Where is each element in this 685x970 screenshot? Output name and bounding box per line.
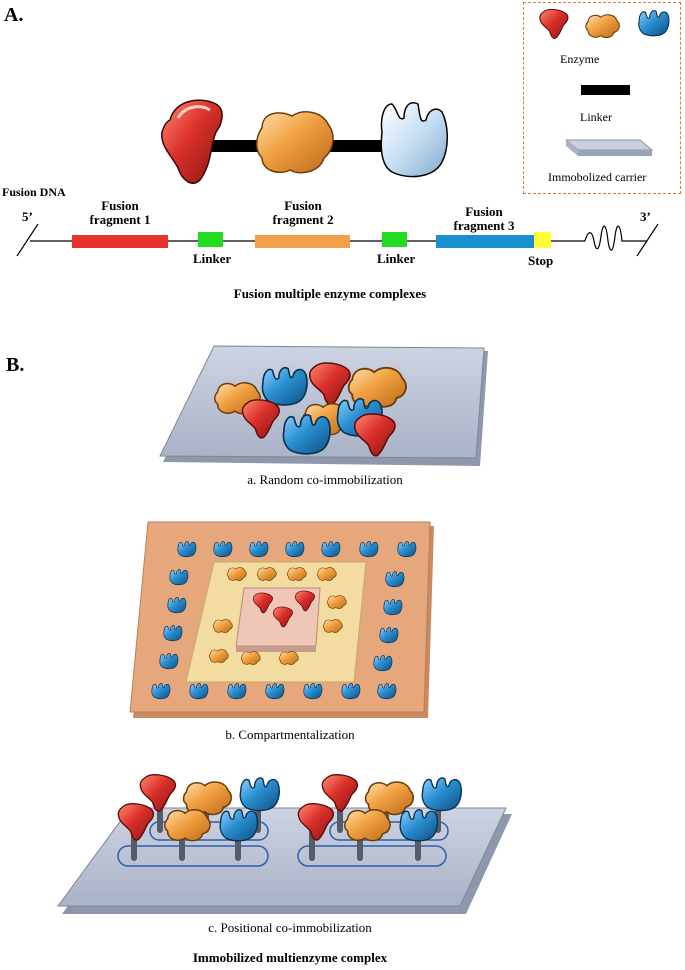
positional-coimmobilization-caption: c. Positional co-immobilization (208, 920, 372, 935)
fragment-3-label-line1: Fusion (465, 204, 503, 219)
panel-b-letter: B. (6, 354, 25, 376)
five-prime-label: 5’ (22, 209, 33, 224)
positional-coimmobilization-illustration (57, 774, 512, 914)
fragment-1-label-line1: Fusion (101, 198, 139, 213)
fusion-dna-construct (16, 223, 659, 257)
panel-a-letter: A. (4, 4, 24, 26)
fragment-2-label-line2: fragment 2 (272, 212, 334, 227)
linker-1-label: Linker (193, 251, 232, 266)
fusion-fragment-1-bar (72, 235, 168, 248)
legend-linker-label: Linker (580, 110, 612, 124)
legend-glyphs (539, 8, 670, 156)
legend-enzyme-label: Enzyme (560, 52, 600, 66)
legend-box (523, 2, 681, 194)
three-prime-label: 3’ (640, 209, 651, 224)
compartmentalization-caption: b. Compartmentalization (225, 727, 355, 742)
dna-break-left (16, 223, 39, 257)
fragment-3-label: Fusion fragment 3 (434, 205, 534, 233)
random-coimmobilization-illustration (159, 345, 488, 466)
random-coimmobilization-caption: a. Random co-immobilization (247, 472, 403, 487)
dna-break-right (636, 223, 659, 257)
complex-enzyme-blue (380, 102, 448, 178)
compartmentalization-illustration (129, 521, 434, 718)
fragment-2-label: Fusion fragment 2 (253, 199, 353, 227)
fragment-3-label-line2: fragment 3 (453, 218, 515, 233)
linker-1-bar (198, 232, 223, 247)
fusion-complex-illustration (161, 99, 448, 184)
fragment-1-label-line2: fragment 1 (89, 212, 151, 227)
legend-linker-icon (581, 85, 630, 95)
fusion-dna-label: Fusion DNA (2, 185, 66, 199)
complex-enzyme-red (161, 99, 223, 184)
fragment-2-label-line1: Fusion (284, 198, 322, 213)
complex-linker-2 (326, 140, 386, 152)
linker-2-label: Linker (377, 251, 416, 266)
panel-a-caption: Fusion multiple enzyme complexes (233, 286, 427, 301)
linker-2-bar (382, 232, 407, 247)
legend-carrier-label: Immobolized carrier (548, 170, 647, 184)
legend-carrier-icon (564, 139, 654, 156)
polya-tail (584, 225, 647, 251)
panel-b-caption: Immobilized multienzyme complex (192, 950, 388, 965)
fusion-fragment-2-bar (255, 235, 350, 248)
stop-codon-bar (534, 232, 551, 248)
fusion-fragment-3-bar (436, 235, 534, 248)
complex-enzyme-orange (256, 111, 334, 174)
fragment-1-label: Fusion fragment 1 (70, 199, 170, 227)
stop-label: Stop (528, 253, 554, 268)
